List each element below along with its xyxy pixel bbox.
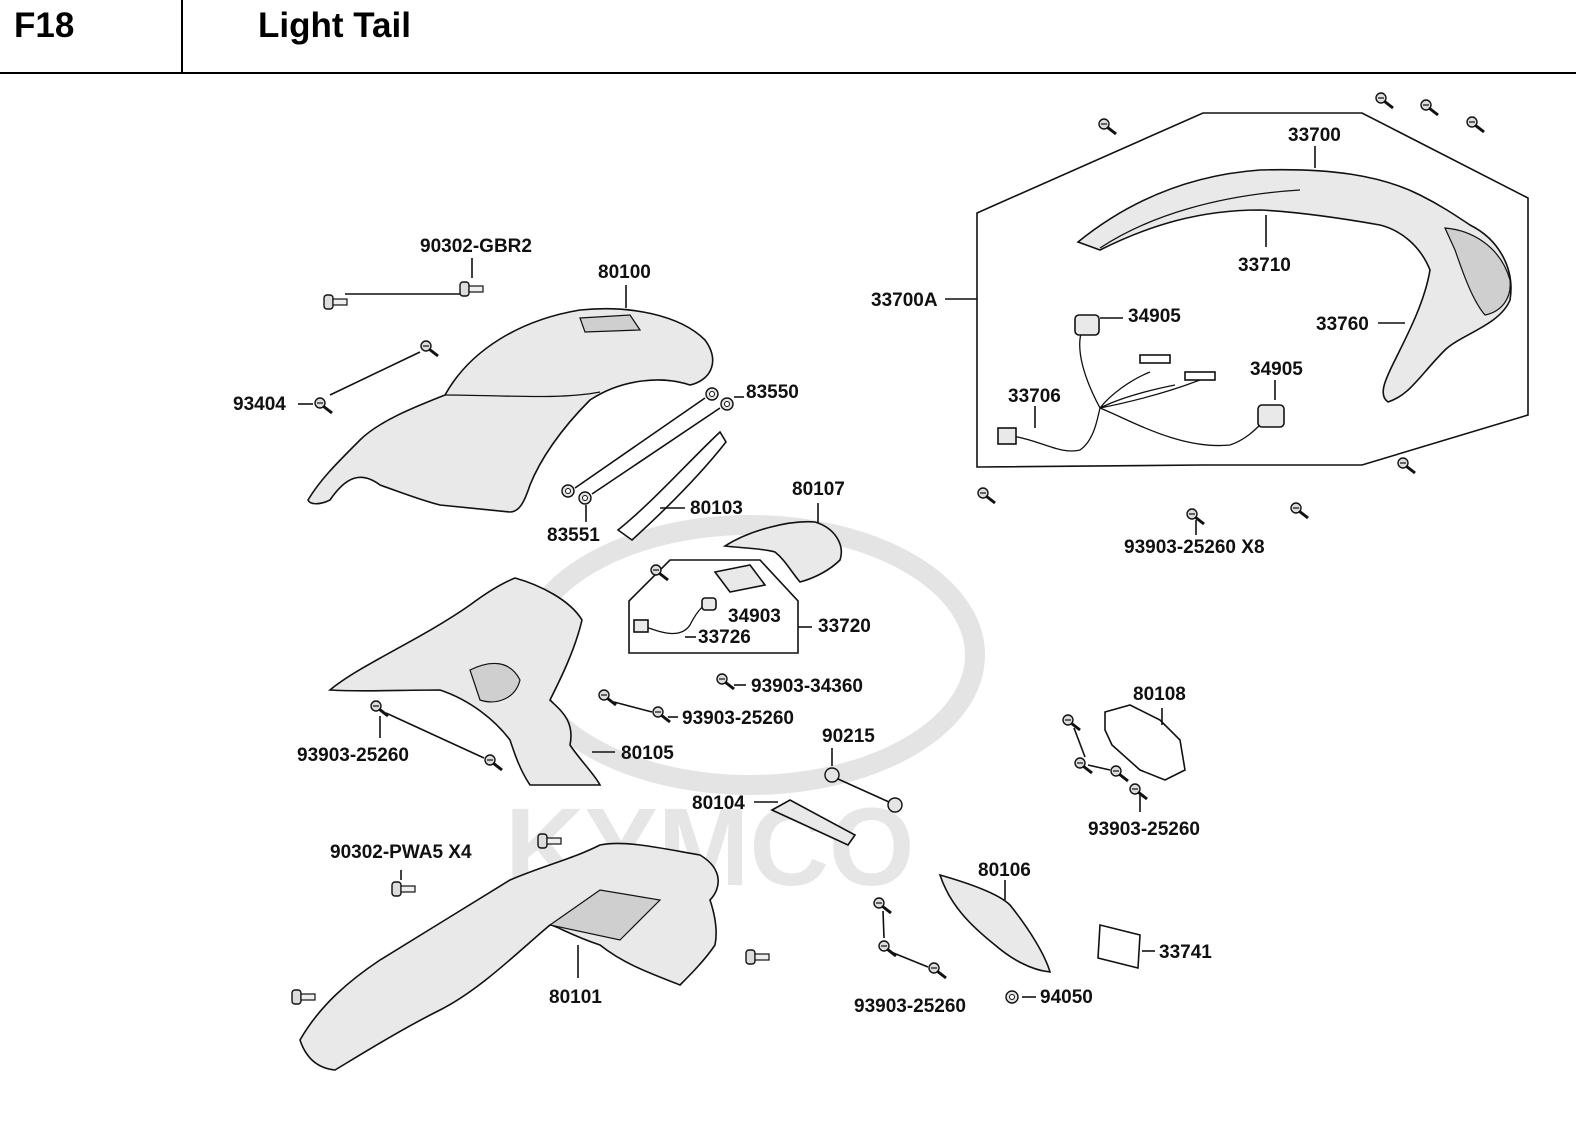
license-light-lens-34903 bbox=[713, 564, 767, 593]
label-93903-25260-bottom: 93903-25260 bbox=[854, 996, 966, 1017]
page-header: F18 Light Tail bbox=[0, 0, 1576, 74]
label-33760: 33760 bbox=[1316, 314, 1369, 335]
label-93404: 93404 bbox=[233, 394, 286, 415]
label-33720: 33720 bbox=[818, 616, 871, 637]
label-80108: 80108 bbox=[1133, 684, 1186, 705]
tail-light-assembly-33700a: 33700 33710 33760 33700A 34905 34905 337… bbox=[871, 112, 1529, 468]
license-bracket-80106 bbox=[938, 873, 1052, 973]
label-80107: 80107 bbox=[792, 479, 845, 500]
label-83550: 83550 bbox=[746, 382, 799, 403]
bulb-socket-34905-b bbox=[1257, 404, 1285, 428]
label-80104: 80104 bbox=[692, 793, 745, 814]
header-divider bbox=[181, 0, 183, 72]
tail-light-lens-33760 bbox=[1444, 227, 1511, 316]
rubber-strip-80103 bbox=[616, 430, 727, 542]
section-code: F18 bbox=[14, 6, 75, 45]
label-80103: 80103 bbox=[690, 498, 743, 519]
label-34905-a: 34905 bbox=[1128, 306, 1181, 327]
label-93903-25260-right: 93903-25260 bbox=[1088, 819, 1200, 840]
label-80101: 80101 bbox=[549, 987, 602, 1008]
label-80100: 80100 bbox=[598, 262, 651, 283]
bulb-socket-34905-a bbox=[1074, 314, 1100, 336]
label-33726: 33726 bbox=[698, 627, 751, 648]
rear-fender-80100 bbox=[307, 307, 714, 513]
rear-cover-opening bbox=[469, 662, 521, 703]
label-80105: 80105 bbox=[621, 743, 674, 764]
label-33710: 33710 bbox=[1238, 255, 1291, 276]
bulb-34905-a-plug bbox=[1139, 354, 1171, 364]
nut-icon bbox=[1005, 990, 1019, 1004]
label-94050: 94050 bbox=[1040, 987, 1093, 1008]
page-title: Light Tail bbox=[258, 6, 411, 45]
label-33700a: 33700A bbox=[871, 290, 938, 311]
label-90302-gbr2: 90302-GBR2 bbox=[420, 236, 532, 257]
connector-33706 bbox=[997, 427, 1017, 445]
bolt-icon bbox=[323, 281, 484, 310]
label-33706: 33706 bbox=[1008, 386, 1061, 407]
rear-cover-80105 bbox=[327, 577, 602, 786]
connector-33726 bbox=[633, 619, 649, 633]
bulb-socket-icon bbox=[701, 597, 717, 611]
license-light-cover-80107 bbox=[722, 520, 842, 583]
tail-light-33700 bbox=[1076, 168, 1512, 403]
bracket-80108 bbox=[1104, 704, 1186, 781]
label-93903-25260-x8: 93903-25260 X8 bbox=[1124, 537, 1265, 558]
screw-icon bbox=[872, 896, 948, 980]
label-34905-b: 34905 bbox=[1250, 359, 1303, 380]
label-93903-25260-left: 93903-25260 bbox=[297, 745, 409, 766]
screw-icon bbox=[976, 91, 1486, 526]
label-90302-pwa5-x4: 90302-PWA5 X4 bbox=[330, 842, 472, 863]
label-83551: 83551 bbox=[547, 525, 600, 546]
reflector-plate-33741 bbox=[1097, 923, 1141, 970]
label-80106: 80106 bbox=[978, 860, 1031, 881]
label-33741: 33741 bbox=[1159, 942, 1212, 963]
label-33700: 33700 bbox=[1288, 125, 1341, 146]
bracket-80104 bbox=[770, 799, 857, 847]
inner-fender-box bbox=[548, 889, 662, 941]
bulb-34905-b-plug bbox=[1184, 371, 1216, 381]
label-90215: 90215 bbox=[822, 726, 875, 747]
label-93903-25260-mid: 93903-25260 bbox=[682, 708, 794, 729]
label-34903: 34903 bbox=[728, 606, 781, 627]
license-light-33720: 34903 33726 bbox=[628, 559, 799, 654]
grommet-icon bbox=[824, 767, 903, 813]
label-93903-34360: 93903-34360 bbox=[751, 676, 863, 697]
